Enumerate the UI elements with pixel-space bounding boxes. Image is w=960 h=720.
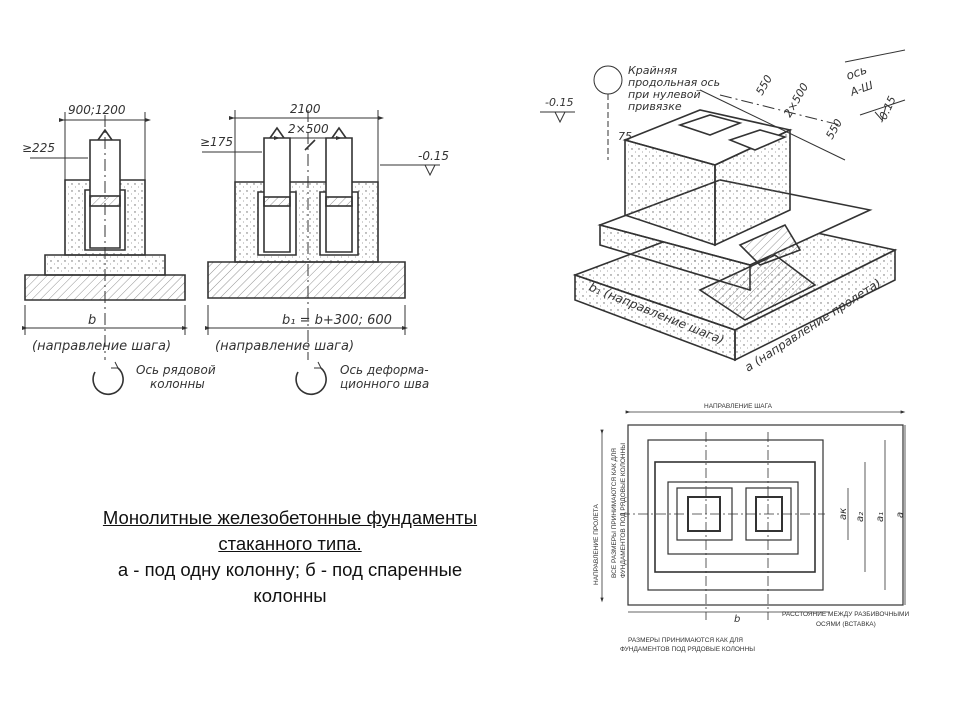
section-b-left-dimension: ≥175	[200, 135, 233, 149]
iso-axis-note-4: привязке	[628, 100, 682, 113]
iso-level-left: -0.15	[545, 96, 573, 109]
plan-note-right-2: ОСЯМИ (ВСТАВКА)	[816, 621, 876, 628]
section-a-width-label: b	[88, 313, 96, 328]
plan-dim-a1: a₁	[875, 512, 886, 522]
section-b-top-dimension: 2100	[290, 102, 321, 116]
iso-axis-note-2: продольная ось	[628, 76, 720, 89]
plan-view-drawing	[620, 424, 904, 620]
iso-dim-550-right: 550	[823, 117, 845, 142]
plan-dim-b: b	[734, 614, 740, 625]
iso-axis-note-3: при нулевой	[628, 88, 701, 101]
section-b-level-mark: -0.15	[418, 149, 449, 163]
section-b-dimensions	[202, 110, 440, 396]
plan-note-bottom-2: ФУНДАМЕНТОВ ПОД РЯДОВЫЕ КОЛОННЫ	[620, 646, 755, 653]
isometric-foundation-drawing	[572, 94, 898, 362]
section-a-axis-note-1: Ось рядовой	[136, 363, 216, 377]
iso-axis-label-1: ось	[844, 62, 869, 82]
caption-subtitle-line-1: а - под одну колонну; б - под спаренные	[117, 559, 463, 580]
plan-dim-a2: a₂	[855, 512, 866, 522]
section-b-axis-note-2: ционного шва	[340, 377, 429, 391]
slide-caption: Монолитные железобетонные фундаменты ста…	[30, 505, 550, 609]
iso-dim-550-top: 550	[753, 73, 775, 98]
axis-marker-circle	[593, 65, 623, 95]
section-b-inner-dimension: 2×500	[288, 122, 329, 136]
plan-dim-a: a	[895, 512, 906, 518]
plan-left-label-2: ВСЕ РАЗМЕРЫ ПРИНИМАЮТСЯ КАК ДЛЯ	[611, 448, 618, 578]
section-a-drawing	[24, 115, 186, 360]
caption-title-line-2: стаканного типа.	[218, 533, 362, 554]
plan-left-label-1: НАПРАВЛЕНИЕ ПРОЛЕТА	[593, 504, 600, 585]
plan-dim-ak: aк	[838, 508, 849, 520]
section-a-dimensions	[22, 112, 188, 396]
caption-subtitle-line-2: колонны	[253, 585, 327, 606]
iso-axis-note-1: Крайняя	[628, 64, 677, 77]
section-a-left-dimension: ≥225	[22, 141, 55, 155]
isometric-annotations	[540, 49, 906, 161]
iso-level-right: -0.15	[875, 94, 899, 125]
section-a-direction-label: (направление шага)	[32, 339, 171, 354]
section-b-direction-label: (направление шага)	[215, 339, 354, 354]
plan-note-right-1: РАССТОЯНИЕ МЕЖДУ РАЗБИВОЧНЫМИ	[782, 611, 909, 618]
plan-left-label-3: ФУНДАМЕНТОВ ПОД РЯДОВЫЕ КОЛОННЫ	[620, 443, 627, 578]
plan-view-dimensions	[600, 410, 906, 613]
iso-dim-75: 75	[618, 130, 632, 143]
plan-top-label: НАПРАВЛЕНИЕ ШАГА	[704, 403, 773, 410]
section-b-width-label: b₁ = b+300; 600	[282, 313, 392, 328]
section-a-axis-note-2: колонны	[150, 377, 205, 391]
section-b-axis-note-1: Ось деформа-	[340, 363, 429, 377]
section-a-top-dimension: 900;1200	[68, 103, 126, 117]
plan-note-bottom-1: РАЗМЕРЫ ПРИНИМАЮТСЯ КАК ДЛЯ	[628, 637, 743, 644]
iso-dim-2x500: 2×500	[781, 81, 811, 120]
caption-title-line-1: Монолитные железобетонные фундаменты	[102, 507, 478, 528]
